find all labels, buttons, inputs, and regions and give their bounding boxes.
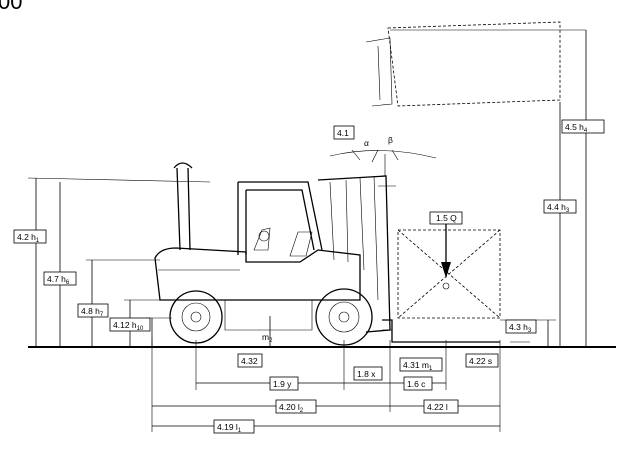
h10-box (109, 317, 151, 332)
ground-clearance-label: 4.32 (241, 356, 258, 366)
load-distance-box (353, 366, 383, 381)
length-to-face-label: 4.20 l2 (279, 402, 304, 414)
load-capacity-label: 1.5 Q (436, 213, 457, 223)
fork-width-box (465, 353, 499, 368)
right-dimensions: 4.5 h4 4.4 h3 4.3 h3 (500, 30, 605, 347)
tilt-angle-box (333, 125, 355, 140)
h3-box (543, 199, 577, 214)
wheelbase-label: 1.9 y (273, 379, 292, 389)
forklift (154, 162, 500, 346)
load-box: 1.5 Q (397, 211, 501, 319)
header-fragment: 00 (0, 0, 22, 14)
h7-label: 4.8 h7 (81, 306, 104, 318)
tilt-angle-label: 4.1 (337, 128, 349, 138)
raised-carriage (365, 21, 586, 107)
tilt-angle-group: 4.1 α β (329, 125, 437, 176)
ground-clearance-box (237, 353, 263, 368)
h10-label: 4.12 h10 (113, 320, 144, 332)
overall-length-box (213, 419, 255, 434)
load-capacity-box (429, 211, 463, 225)
h3-label: 4.4 h3 (547, 202, 570, 214)
load-distance-label: 1.8 x (357, 369, 376, 379)
m2-label: m2 (262, 332, 273, 344)
beta-label: β (388, 135, 393, 145)
h1-label: 4.2 h1 (17, 232, 40, 244)
h7-box (77, 303, 109, 318)
mast-clearance-label: 4.31 m1 (403, 360, 433, 372)
fork-width-label: 4.22 s (469, 356, 492, 366)
ground-clearance-group: m2 4.32 (237, 316, 273, 368)
alpha-label: α (364, 138, 369, 148)
bottom-dimensions: 1.9 y 1.8 x 4.31 m1 1.6 c 4.22 s 4.20 l2… (151, 340, 501, 434)
fork-thickness-box (505, 319, 537, 334)
fork-length-label: 4.22 l (427, 402, 448, 412)
length-to-face-box (275, 399, 317, 414)
h6-label: 4.7 h6 (47, 274, 70, 286)
load-center-box (403, 376, 433, 391)
h1-box (13, 229, 47, 244)
overall-length-label: 4.19 l1 (217, 422, 242, 434)
fork-thickness-label: 4.3 h3 (509, 322, 532, 334)
mast-clearance-box (399, 357, 443, 372)
h4-box (561, 119, 605, 134)
wheelbase-box (269, 376, 299, 391)
fork-length-box (423, 399, 459, 414)
h4-label: 4.5 h4 (565, 122, 588, 134)
h6-box (43, 271, 77, 286)
load-center-label: 1.6 c (407, 379, 426, 389)
left-dimensions: 4.2 h1 4.7 h6 4.8 h7 4.12 h10 (13, 177, 211, 347)
